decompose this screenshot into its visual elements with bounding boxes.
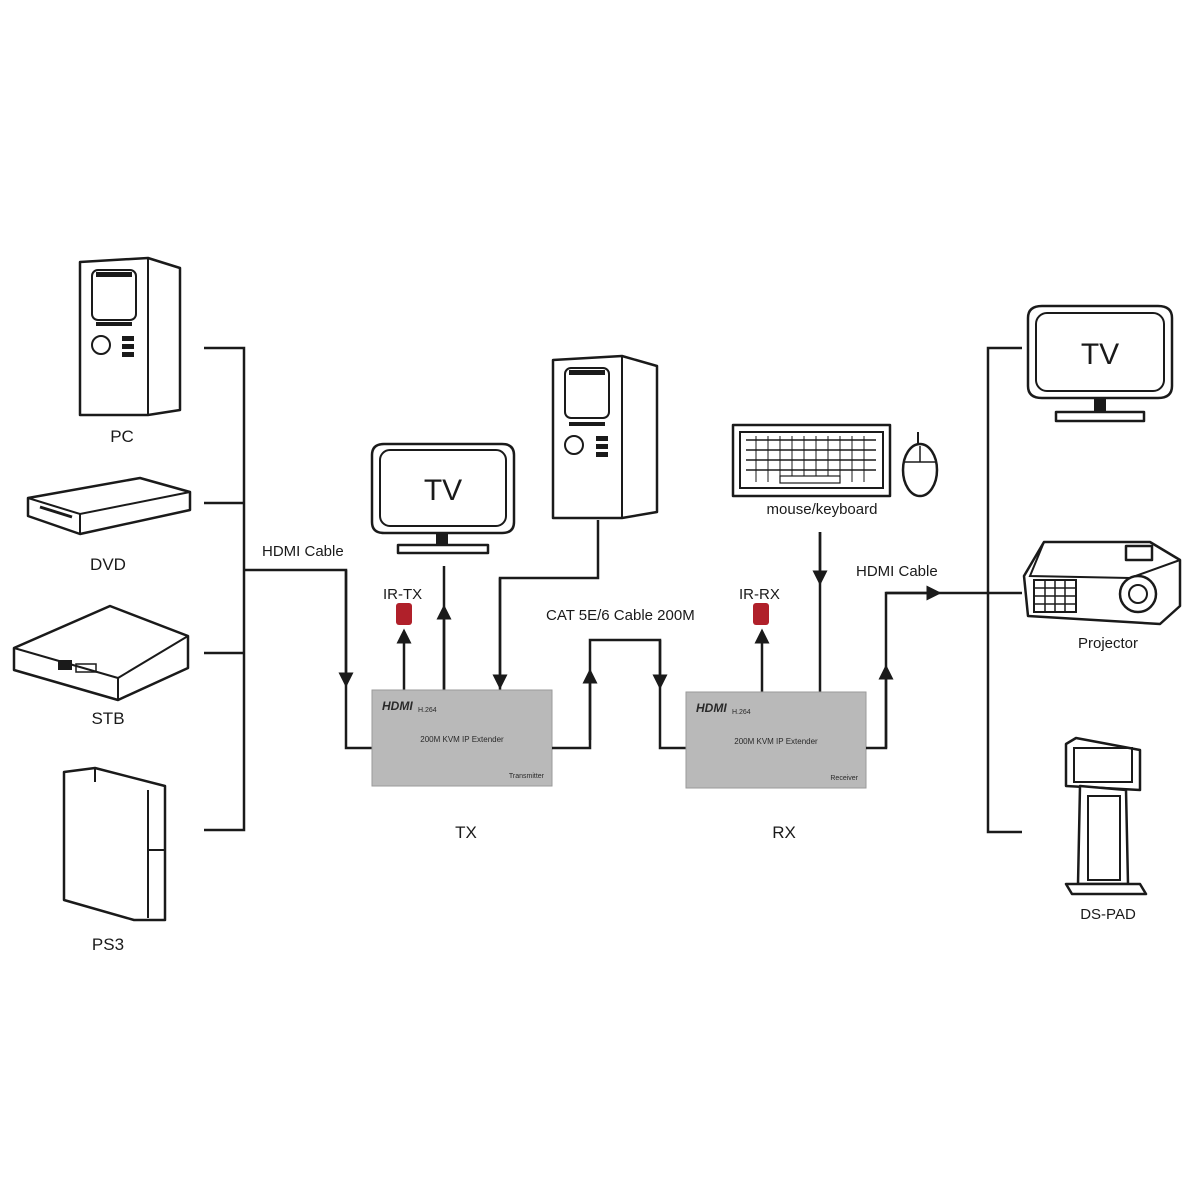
keyboard-icon: [731, 423, 892, 498]
mouse-icon: [901, 432, 939, 498]
rx-wiring: [754, 532, 828, 692]
tx-model: 200M KVM IP Extender: [420, 735, 504, 744]
dvd-icon: [26, 476, 192, 536]
rx-codec: H.264: [732, 709, 751, 716]
stb-icon: [12, 604, 190, 702]
tx-logo: HDMI: [382, 699, 413, 713]
pc-left-icon: [78, 256, 182, 417]
tx-unit: HDMI H.264 200M KVM IP Extender Transmit…: [371, 689, 553, 787]
tx-role: Transmitter: [509, 773, 545, 780]
ds-pad-icon: [1064, 736, 1148, 896]
pc-left-label: PC: [110, 427, 134, 446]
ds-pad-label: DS-PAD: [1080, 906, 1136, 923]
rx-model: 200M KVM IP Extender: [734, 737, 818, 746]
rx-output-wiring: [866, 585, 988, 750]
right-output-bus: [986, 346, 1022, 834]
ir-rx-led-icon: [753, 603, 769, 625]
ir-rx-label: IR-RX: [739, 586, 780, 603]
tx-caption: TX: [455, 823, 477, 842]
pc-tx-icon: [551, 354, 659, 520]
hdmi-cable-left-label: HDMI Cable: [262, 543, 344, 560]
ps3-icon: [62, 766, 167, 922]
mouse-keyboard-label: mouse/keyboard: [767, 501, 878, 518]
tv-tx-icon: [370, 442, 516, 555]
tx-codec: H.264: [418, 707, 437, 714]
rx-unit: HDMI H.264 200M KVM IP Extender Receiver: [685, 691, 867, 789]
ps3-label: PS3: [92, 935, 124, 954]
projector-icon: [1022, 540, 1182, 626]
stb-label: STB: [91, 709, 124, 728]
rx-role: Receiver: [830, 775, 858, 782]
ir-tx-led-icon: [396, 603, 412, 625]
cat-cable-label: CAT 5E/6 Cable 200M: [546, 607, 695, 624]
left-input-bus: [204, 346, 372, 832]
rx-logo: HDMI: [696, 701, 727, 715]
cat-cable: [552, 638, 686, 750]
rx-caption: RX: [772, 823, 796, 842]
projector-label: Projector: [1078, 635, 1138, 652]
tx-wiring: [396, 520, 600, 690]
tv-right-label: TV: [1081, 338, 1119, 371]
tv-tx-label: TV: [424, 474, 462, 507]
ir-tx-label: IR-TX: [383, 586, 422, 603]
hdmi-cable-right-label: HDMI Cable: [856, 563, 938, 580]
tv-right-icon: [1026, 304, 1174, 423]
dvd-label: DVD: [90, 555, 126, 574]
